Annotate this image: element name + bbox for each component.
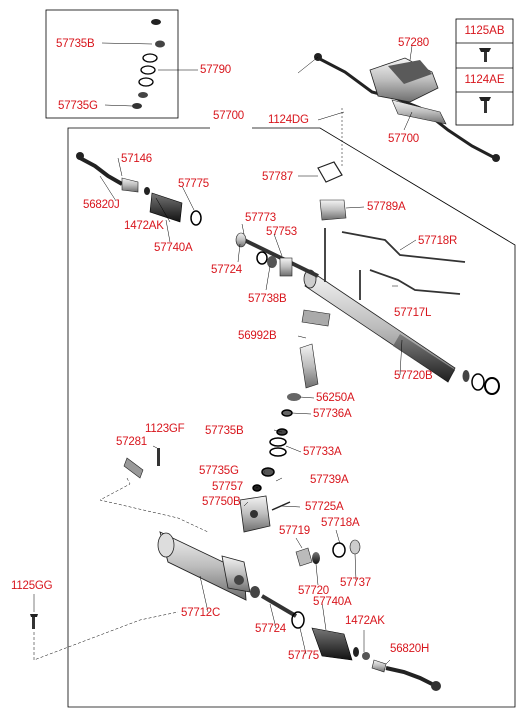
callout-57775-bot: 57775 [288, 650, 319, 662]
bolt-icon [479, 48, 491, 62]
callout-56250a: 56250A [316, 392, 355, 404]
callout-57724-bot: 57724 [255, 623, 286, 635]
callout-57753: 57753 [266, 226, 297, 238]
callout-57787: 57787 [262, 171, 293, 183]
callout-57775-top: 57775 [178, 178, 209, 190]
top-tie-rod-end-illustration [76, 152, 150, 195]
callout-57280: 57280 [398, 37, 429, 49]
callout-57737: 57737 [340, 577, 371, 589]
bottom-inner-tie-rod-illustration [250, 586, 305, 629]
callout-57724-top: 57724 [211, 264, 242, 276]
callout-57733a: 57733A [303, 446, 342, 458]
callout-57146: 57146 [121, 153, 152, 165]
callout-57735g-mid: 57735G [199, 465, 239, 477]
legend-1125ab: 1125AB [464, 25, 505, 37]
bracket-illustration [99, 448, 209, 533]
leader-lines [33, 56, 417, 665]
callout-57757: 57757 [212, 481, 243, 493]
callout-57281: 57281 [116, 436, 147, 448]
top-boot-illustration [149, 192, 202, 226]
callout-57712c: 57712C [181, 607, 221, 619]
callout-57717l: 57717L [394, 307, 432, 319]
callout-57719: 57719 [279, 525, 310, 537]
callout-57789a: 57789A [367, 201, 406, 213]
seal-kit-box [45, 9, 198, 119]
mount-bolt-illustration [30, 611, 179, 661]
callout-1125gg: 1125GG [11, 580, 53, 592]
callout-56992b: 56992B [238, 330, 277, 342]
fastener-legend-table [455, 18, 514, 126]
callout-57738b: 57738B [248, 293, 287, 305]
callout-57700-main: 57700 [213, 110, 244, 122]
bottom-boot-illustration [311, 627, 359, 661]
callout-57750b: 57750B [202, 496, 241, 508]
callout-57739a: 57739A [310, 474, 349, 486]
clamp-bushing-illustration [317, 108, 347, 221]
pinion-illustration [287, 343, 319, 401]
callout-56820j: 56820J [83, 199, 120, 211]
callout-57740a-top: 57740A [154, 242, 193, 254]
callout-56820h: 56820H [390, 643, 430, 655]
callout-57718r: 57718R [418, 235, 458, 247]
callout-57735b-mid: 57735B [205, 425, 244, 437]
label-plate-illustration [301, 309, 331, 327]
bolt-icon [479, 97, 491, 113]
top-inner-tie-rod-illustration [235, 232, 319, 278]
callout-57740a-bot: 57740A [313, 596, 352, 608]
callout-57735b-kit: 57735B [56, 38, 95, 50]
callout-57736a: 57736A [313, 408, 352, 420]
callout-57773: 57773 [245, 212, 276, 224]
callout-57725a: 57725A [305, 501, 344, 513]
callout-57700-mini: 57700 [388, 133, 419, 145]
bottom-tie-rod-end-illustration [362, 652, 441, 691]
mid-seal-stack-illustration [252, 409, 293, 492]
callout-1472ak-bot: 1472AK [345, 615, 385, 627]
rack-housing-illustration [303, 269, 500, 395]
lower-gear-housing-illustration [157, 531, 251, 601]
callout-57720b: 57720B [394, 370, 433, 382]
yoke-housing-illustration [239, 495, 291, 533]
mini-assembly-illustration [314, 45, 500, 162]
hydraulic-tubes-illustration [324, 228, 466, 300]
callout-57735g-kit: 57735G [58, 100, 98, 112]
callout-57720: 57720 [298, 585, 329, 597]
legend-1124ae: 1124AE [464, 74, 505, 86]
callout-57718a: 57718A [321, 517, 360, 529]
callout-57790: 57790 [200, 64, 231, 76]
lower-bushings-illustration [295, 539, 361, 567]
callout-1124dg: 1124DG [268, 114, 309, 126]
callout-1472ak-top: 1472AK [124, 220, 164, 232]
callout-1123gf: 1123GF [145, 423, 185, 435]
main-assembly-frame [67, 127, 516, 708]
